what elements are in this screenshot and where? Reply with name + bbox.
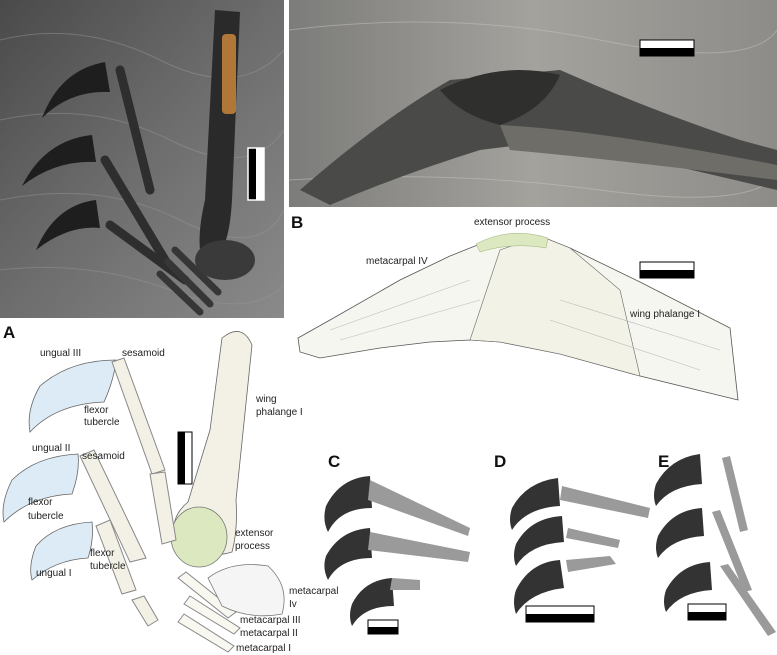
label-metacarpal-iii: metacarpal III [240, 615, 301, 626]
label-flexor-2b: tubercle [28, 511, 64, 522]
label-extensor-a: extensor [235, 528, 274, 539]
label-flexor-2a: flexor [28, 497, 53, 508]
panel-label-c: C [328, 452, 340, 471]
label-ungual-ii: ungual II [32, 443, 70, 454]
panel-label-e: E [658, 452, 669, 471]
label-ungual-iii: ungual III [40, 348, 81, 359]
label-metacarpal-i: metacarpal I [236, 643, 291, 654]
panel-label-b: B [291, 213, 303, 232]
label-sesamoid-1: sesamoid [122, 348, 165, 359]
label-b-metacarpal-iv: metacarpal IV [366, 256, 428, 267]
label-wing-b: phalange I [256, 407, 303, 418]
panel-label-d: D [494, 452, 506, 471]
label-ungual-i: ungual I [36, 568, 72, 579]
photo-manus [0, 0, 285, 318]
label-flexor-3b: tubercle [90, 561, 126, 572]
label-extensor-b: process [235, 541, 270, 552]
label-flexor-3a: flexor [90, 548, 115, 559]
label-flexor-1a: flexor [84, 405, 109, 416]
label-flexor-1b: tubercle [84, 417, 120, 428]
panel-d-silhouettes [510, 478, 650, 623]
label-b-extensor: extensor process [474, 217, 550, 228]
label-sesamoid-2: sesamoid [82, 451, 125, 462]
panel-e-silhouettes [654, 454, 776, 636]
panel-c-silhouettes [324, 476, 470, 635]
label-metacarpal-ii: metacarpal II [240, 628, 298, 639]
photo-wing-joint [288, 0, 777, 207]
panel-b-drawing [297, 233, 739, 401]
label-wing-a: wing [255, 394, 277, 405]
label-metacarpal-b: Iv [289, 599, 297, 610]
panel-a-drawing [2, 331, 285, 653]
label-b-wing: wing phalange I [629, 309, 700, 320]
panel-label-a: A [3, 323, 15, 342]
label-metacarpal-a: metacarpal [289, 586, 338, 597]
